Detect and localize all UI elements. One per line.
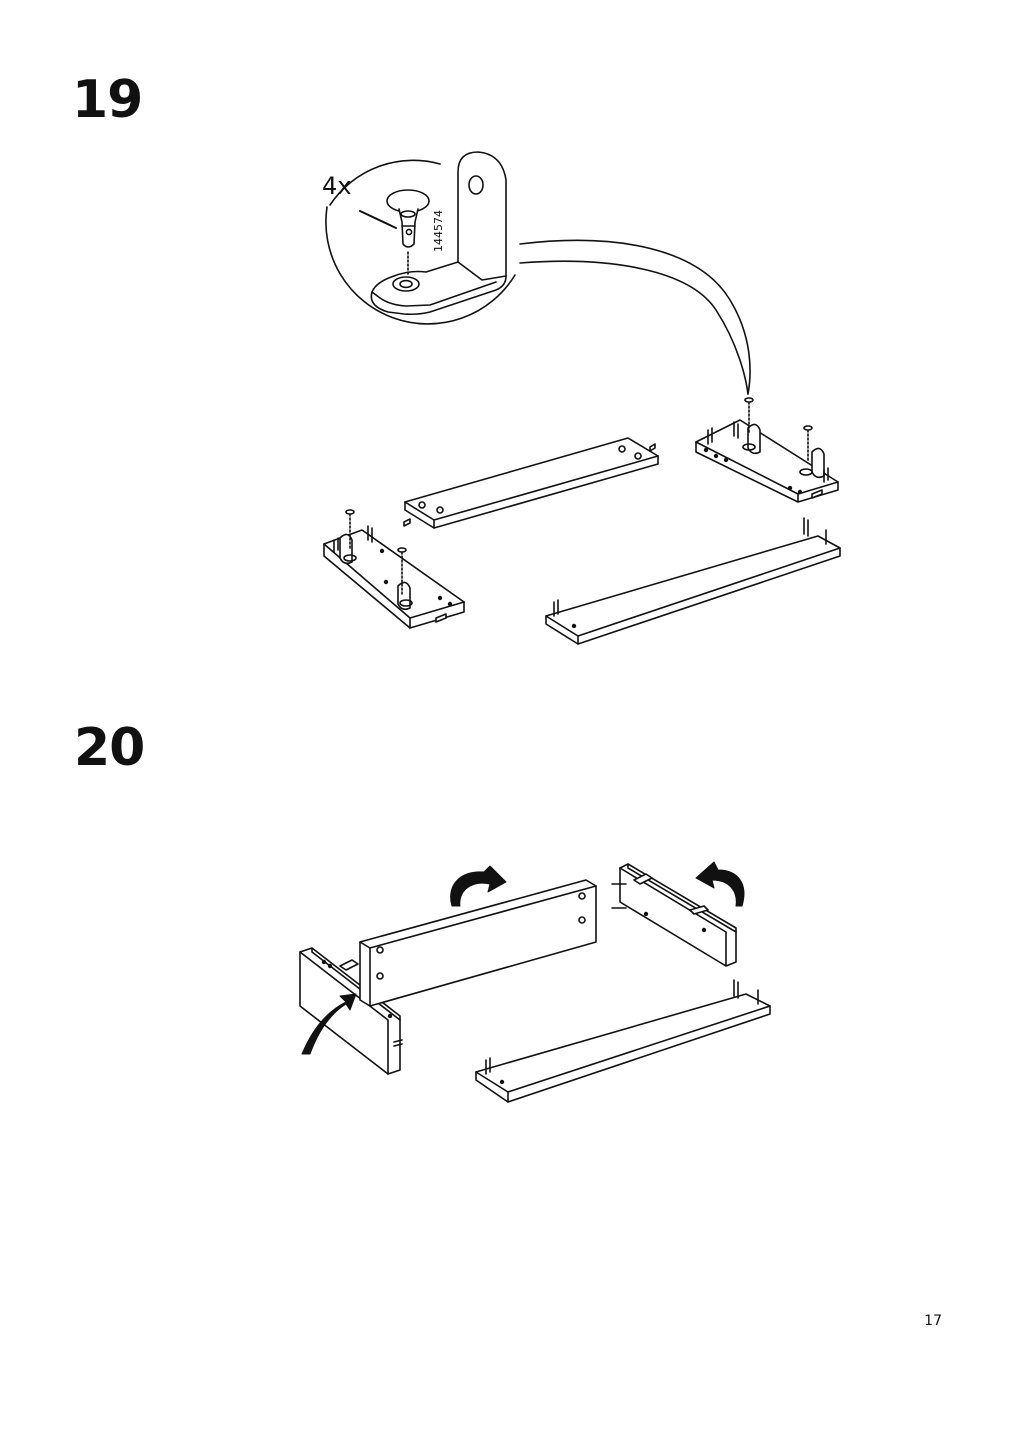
step-20-number: 20 xyxy=(74,718,145,778)
rotate-arrow-back xyxy=(450,865,507,907)
cam-screw xyxy=(386,189,430,277)
angle-bracket xyxy=(370,151,507,316)
step-19-number: 19 xyxy=(72,70,143,130)
rotate-arrow-left xyxy=(301,993,357,1055)
detail-callout: 4x 144574 xyxy=(322,151,516,325)
callout-part-number: 144574 xyxy=(432,210,445,252)
page-number: 17 xyxy=(924,1313,942,1329)
step-20-illustration xyxy=(299,861,771,1103)
leader-line xyxy=(359,210,397,229)
panel-long-back-upright xyxy=(359,879,597,1007)
panel-side-right-upright xyxy=(611,863,737,967)
panel-side-left xyxy=(323,509,465,629)
panel-long-front xyxy=(545,517,841,645)
callout-quantity: 4x xyxy=(322,172,351,200)
step-19-illustration: 4x 144574 xyxy=(322,151,841,645)
panel-side-right xyxy=(695,397,839,503)
panel-long-front-flat xyxy=(475,979,771,1103)
rotate-arrow-right xyxy=(695,861,745,907)
panel-long-back xyxy=(403,437,659,529)
